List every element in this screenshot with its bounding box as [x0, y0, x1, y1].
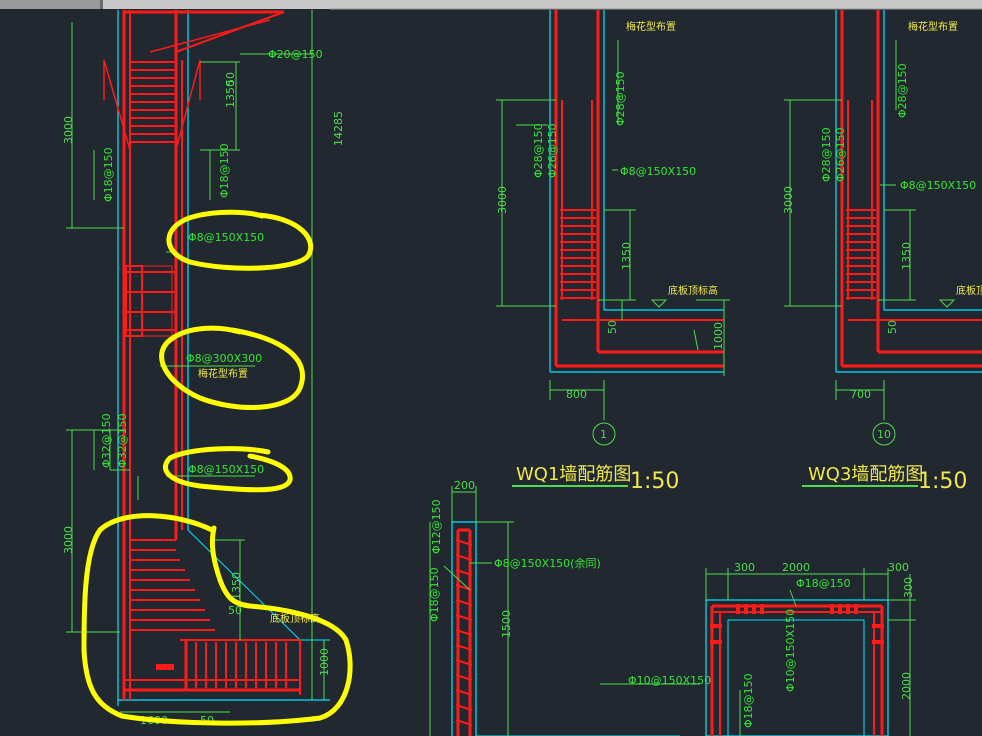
note-d8-wq3: Φ8@150X150: [900, 179, 976, 192]
note-d32-b: Φ32@150: [116, 413, 129, 468]
left-wall-section: Φ20@150 50 1350 3000 Φ18@150 Φ18@150 142…: [62, 10, 345, 727]
note-d28-top-wq3: Φ28@150: [896, 63, 909, 118]
wq1-scale: 1:50: [630, 469, 679, 494]
note-d10-box: Φ10@150X150: [784, 609, 797, 692]
note-slab-top-c: 底板顶标高: [956, 284, 982, 297]
note-d8-300x300: Φ8@300X300: [186, 352, 262, 365]
lower-right-box-section: 300 2000 300 300 Φ18@150 Φ10@150X150 Φ18…: [705, 561, 916, 736]
highlight-freeform-4: [81, 513, 353, 726]
dim-300-side: 300: [902, 577, 915, 598]
note-d32-a: Φ32@150: [100, 413, 113, 468]
note-d18-lower: Φ18@150: [428, 567, 441, 622]
lower-middle-section: 200 Φ12@150 Φ8@150X150(余同) Φ18@150 1500 …: [428, 479, 711, 736]
note-d8-wq1: Φ8@150X150: [620, 165, 696, 178]
toolbar-tab[interactable]: [0, 0, 100, 9]
note-d20: Φ20@150: [268, 48, 323, 61]
dim-14285: 14285: [332, 111, 345, 146]
wq1-title: WQ1墙配筋图: [516, 464, 631, 485]
dim-50-b: 50: [228, 604, 242, 617]
highlight-annotations: [81, 209, 353, 726]
dim-200: 200: [454, 479, 475, 492]
dim-3000-top: 3000: [62, 116, 75, 144]
wq3-title: WQ3墙配筋图: [808, 464, 923, 485]
dim-50-a: 50: [224, 72, 237, 86]
wq1-detail: 梅花型布置 Φ28@150 Φ28@150 Φ26@150 Φ8@150X150…: [496, 10, 730, 494]
note-d10-lower: Φ10@150X150: [628, 674, 711, 687]
note-d18-box: Φ18@150: [796, 577, 851, 590]
dim-800: 800: [566, 388, 587, 401]
note-d26-wq3: Φ26@150: [834, 127, 847, 182]
dim-300-left: 300: [734, 561, 755, 574]
detail-marker-1: [592, 422, 616, 446]
note-d8-150x150-b: Φ8@150X150: [188, 463, 264, 476]
dim-1000-wq1: 1000: [712, 322, 725, 350]
dim-1000-a: 1000: [318, 648, 331, 676]
dim-3000-bottom: 3000: [62, 526, 75, 554]
dim-1350-wq3: 1350: [900, 242, 913, 270]
highlight-ellipse-1: [166, 209, 314, 271]
note-plum-layout-c: 梅花型布置: [908, 20, 958, 33]
dim-50-wq1: 50: [606, 320, 619, 334]
note-plum-layout-b: 梅花型布置: [626, 20, 676, 33]
dim-300-right: 300: [888, 561, 909, 574]
dim-50-wq3: 50: [886, 320, 899, 334]
wq3-scale: 1:50: [918, 469, 967, 494]
dim-3000-wq1: 3000: [496, 186, 509, 214]
dim-1500: 1500: [500, 610, 513, 638]
note-d28-top-wq1: Φ28@150: [614, 71, 627, 126]
dim-1350-a: 1350: [224, 80, 237, 108]
dim-2000-side: 2000: [900, 672, 913, 700]
dim-1350-wq1: 1350: [620, 242, 633, 270]
highlight-ellipse-3: [162, 446, 293, 493]
note-d26-wq1: Φ26@150: [546, 123, 559, 178]
wq3-detail: 梅花型布置 Φ28@150 Φ28@150 Φ26@150 Φ8@150X150…: [782, 10, 982, 494]
note-d28-wq3: Φ28@150: [820, 127, 833, 182]
note-slab-top-b: 底板顶标高: [668, 284, 718, 297]
detail-marker-10: [872, 422, 896, 446]
note-d8-150x150-a: Φ8@150X150: [188, 231, 264, 244]
note-d18-b: Φ18@150: [218, 143, 231, 198]
note-d8-rest: Φ8@150X150(余同): [494, 556, 601, 570]
note-plum-layout-a: 梅花型布置: [198, 367, 248, 380]
note-d12: Φ12@150: [430, 499, 443, 554]
note-d28-wq1: Φ28@150: [532, 123, 545, 178]
note-d18-a: Φ18@150: [102, 147, 115, 202]
detail-marker-10-label: 10: [877, 428, 891, 441]
toolbar-strip: [0, 0, 982, 9]
dim-1350-b: 1350: [230, 572, 243, 600]
detail-marker-1-label: 1: [600, 428, 607, 441]
dim-2000-top: 2000: [782, 561, 810, 574]
highlight-ellipse-2: [159, 325, 305, 410]
note-d18-box-side: Φ18@150: [742, 673, 755, 728]
dim-700: 700: [850, 388, 871, 401]
dim-3000-wq3: 3000: [782, 186, 795, 214]
